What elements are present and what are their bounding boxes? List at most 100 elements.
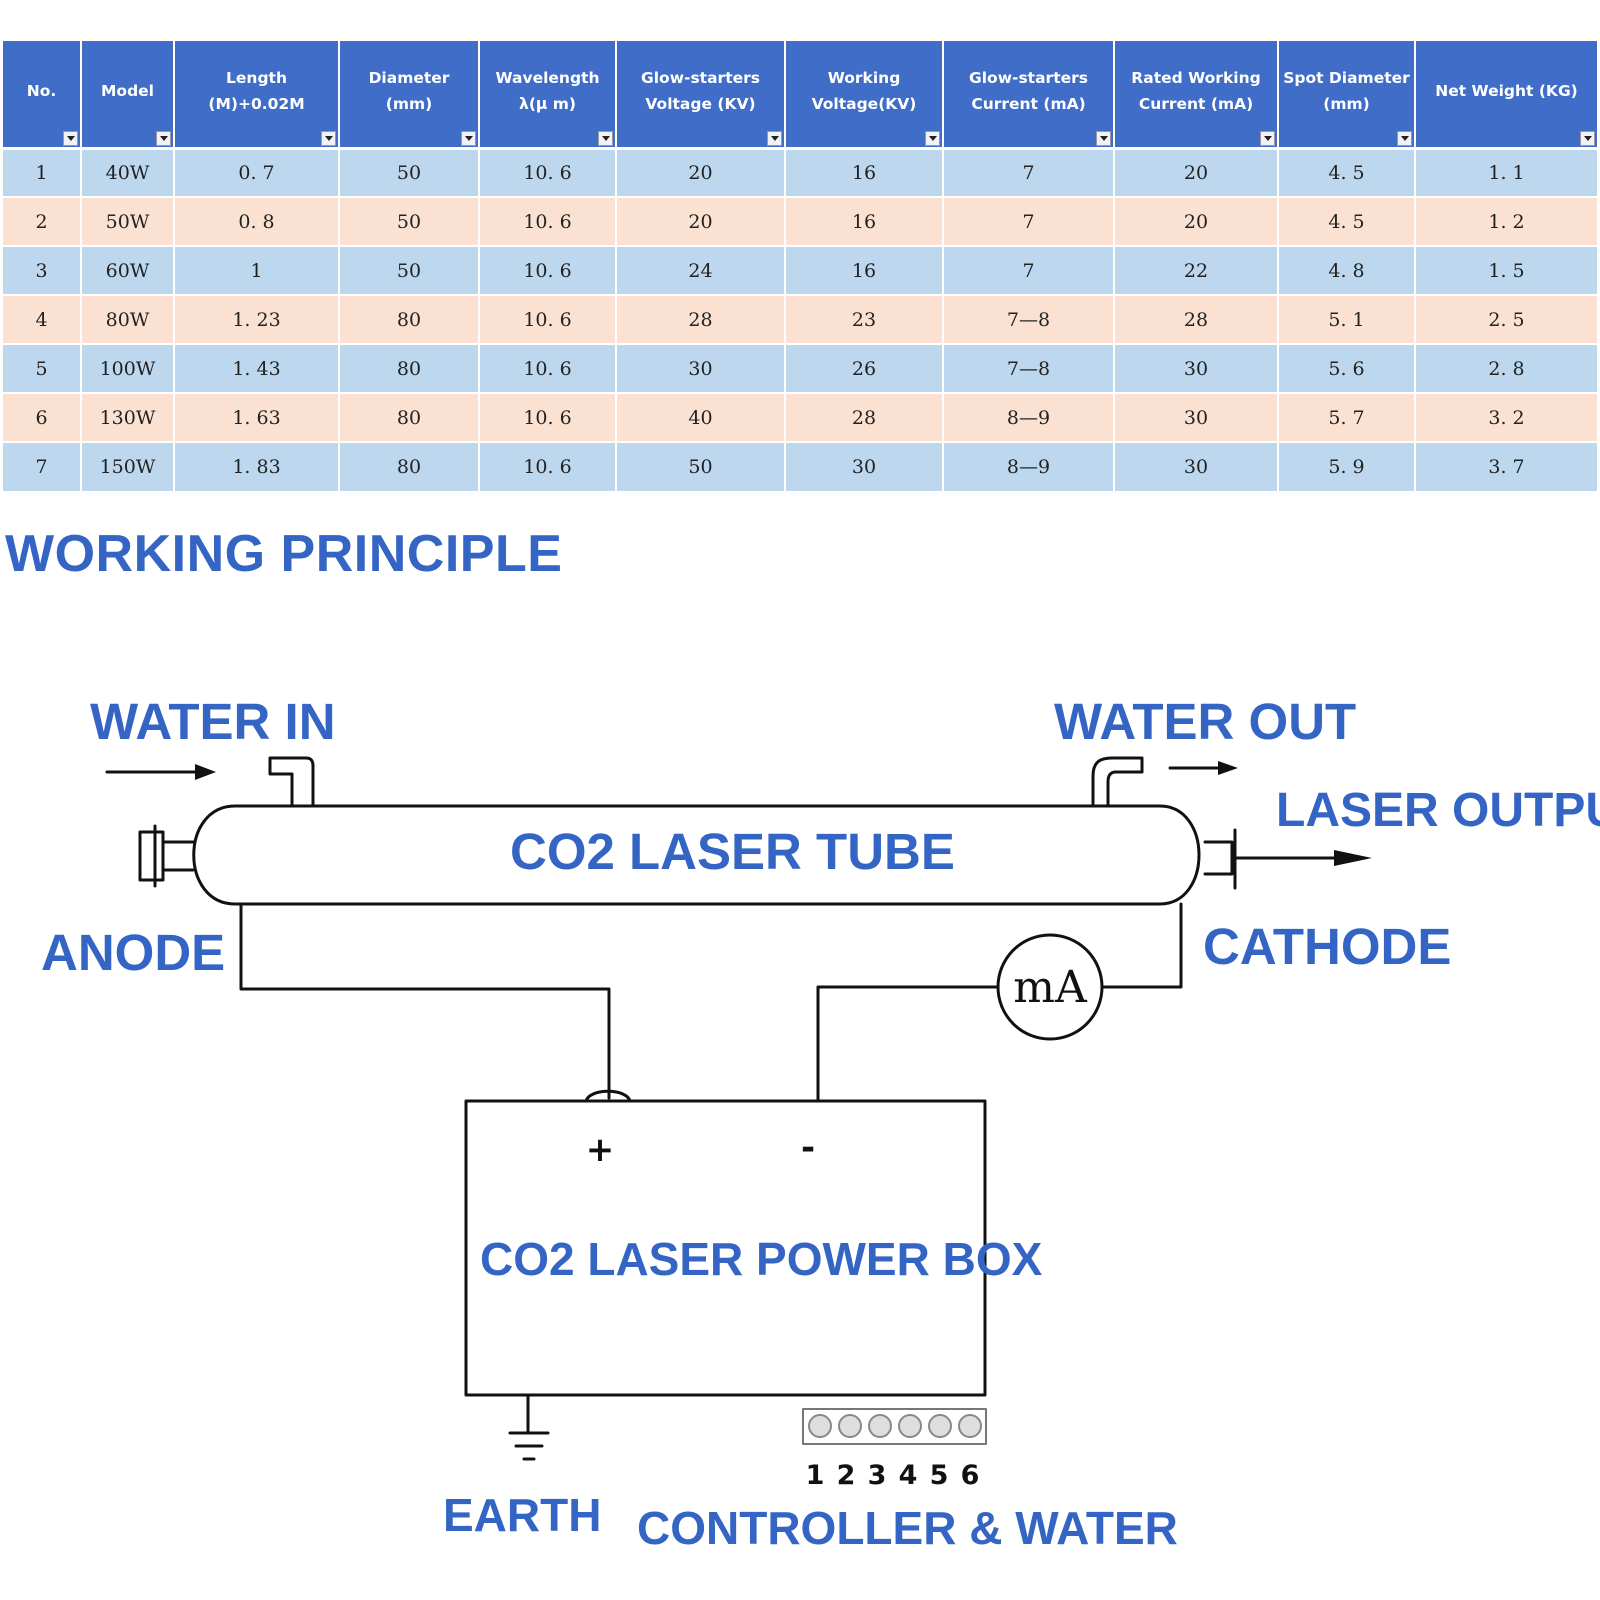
earth-label: EARTH	[443, 1489, 602, 1541]
table-cell: 4. 5	[1277, 196, 1415, 246]
tube-left-cap	[138, 824, 195, 888]
water-in-label: WATER IN	[90, 693, 336, 750]
column-header: No.	[3, 41, 81, 148]
table-cell: 16	[784, 196, 943, 246]
table-cell: 60W	[80, 245, 174, 295]
column-header-label: No.	[26, 81, 57, 100]
table-cell: 28	[615, 294, 785, 344]
column-header: Wavelength λ(μ m)	[478, 41, 616, 148]
table-cell: 80	[338, 343, 479, 393]
table-cell: 30	[1113, 392, 1278, 442]
table-cell: 130W	[80, 392, 174, 442]
terminal-number: 1	[806, 1460, 825, 1491]
table-cell: 30	[615, 343, 785, 393]
table-cell: 7	[942, 147, 1114, 197]
table-cell: 150W	[80, 441, 174, 491]
table-cell: 16	[784, 147, 943, 197]
filter-dropdown-icon[interactable]	[156, 130, 171, 146]
filter-dropdown-icon[interactable]	[1580, 130, 1595, 146]
header-row: No. Model Length (M)+0.02M Diameter (mm) Wav…	[3, 41, 1597, 148]
column-header-label: Spot Diameter (mm)	[1283, 68, 1410, 113]
table-cell: 80W	[80, 294, 174, 344]
table-cell: 4. 8	[1277, 245, 1415, 295]
filter-dropdown-icon[interactable]	[767, 130, 782, 146]
table-cell: 40	[615, 392, 785, 442]
table-cell: 20	[1113, 147, 1278, 197]
column-header-label: Rated Working Current (mA)	[1131, 68, 1261, 113]
column-header: Length (M)+0.02M	[173, 41, 339, 148]
table-cell: 28	[1113, 294, 1278, 344]
filter-dropdown-icon[interactable]	[1260, 130, 1275, 146]
table-cell: 2	[3, 196, 81, 246]
table-cell: 50	[338, 196, 479, 246]
column-header: Working Voltage(KV)	[784, 41, 943, 148]
column-header: Model	[80, 41, 174, 148]
water-in-nipple	[268, 756, 315, 808]
power-box	[464, 1099, 987, 1397]
column-header-label: Length (M)+0.02M	[208, 68, 305, 113]
power-box-label: CO2 LASER POWER BOX	[480, 1233, 1043, 1285]
minus-sign: -	[801, 1128, 815, 1168]
table-cell: 20	[1113, 196, 1278, 246]
table-cell: 1. 2	[1414, 196, 1597, 246]
table-cell: 1. 23	[173, 294, 339, 344]
tube-right-cap	[1203, 828, 1237, 890]
column-header-label: Glow-starters Voltage (KV)	[641, 68, 760, 113]
table-cell: 23	[784, 294, 943, 344]
filter-dropdown-icon[interactable]	[1096, 130, 1111, 146]
table-cell: 0. 8	[173, 196, 339, 246]
table-cell: 5	[3, 343, 81, 393]
table-cell: 7	[3, 441, 81, 491]
section-title: WORKING PRINCIPLE	[5, 525, 563, 583]
water-out-nipple	[1091, 756, 1144, 808]
column-header-label: Net Weight (KG)	[1435, 81, 1578, 100]
terminal-number: 5	[930, 1460, 949, 1491]
table-cell: 30	[784, 441, 943, 491]
table-cell: 30	[1113, 343, 1278, 393]
table-cell: 5. 1	[1277, 294, 1415, 344]
filter-dropdown-icon[interactable]	[461, 130, 476, 146]
terminal-number: 3	[868, 1460, 887, 1491]
terminal-number: 6	[961, 1460, 980, 1491]
table-cell: 5. 9	[1277, 441, 1415, 491]
table-cell: 2. 8	[1414, 343, 1597, 393]
table-cell: 1. 1	[1414, 147, 1597, 197]
cathode-label: CATHODE	[1203, 918, 1452, 975]
table-cell: 50	[338, 147, 479, 197]
filter-dropdown-icon[interactable]	[63, 130, 78, 146]
filter-dropdown-icon[interactable]	[598, 130, 613, 146]
laser-output-label: LASER OUTPUT	[1276, 784, 1600, 837]
column-header: Diameter (mm)	[338, 41, 479, 148]
table-cell: 7—8	[942, 294, 1114, 344]
table-cell: 1. 63	[173, 392, 339, 442]
table-cell: 16	[784, 245, 943, 295]
terminal-screw	[838, 1414, 862, 1438]
table-cell: 50W	[80, 196, 174, 246]
filter-dropdown-icon[interactable]	[321, 130, 336, 146]
controller-label: CONTROLLER & WATER	[637, 1502, 1178, 1554]
terminal-number: 2	[837, 1460, 856, 1491]
table-cell: 10. 6	[478, 147, 616, 197]
table-cell: 3. 2	[1414, 392, 1597, 442]
table-cell: 30	[1113, 441, 1278, 491]
table-cell: 10. 6	[478, 294, 616, 344]
filter-dropdown-icon[interactable]	[925, 130, 940, 146]
table-cell: 80	[338, 441, 479, 491]
filter-dropdown-icon[interactable]	[1397, 130, 1412, 146]
table-cell: 1. 5	[1414, 245, 1597, 295]
table-cell: 10. 6	[478, 441, 616, 491]
column-header: Net Weight (KG)	[1414, 41, 1597, 148]
column-header-label: Wavelength λ(μ m)	[495, 68, 600, 113]
table-cell: 1	[3, 147, 81, 197]
table-cell: 5. 6	[1277, 343, 1415, 393]
plus-terminal	[584, 1089, 632, 1103]
column-header: Glow-starters Voltage (KV)	[615, 41, 785, 148]
column-header-label: Model	[101, 81, 154, 100]
